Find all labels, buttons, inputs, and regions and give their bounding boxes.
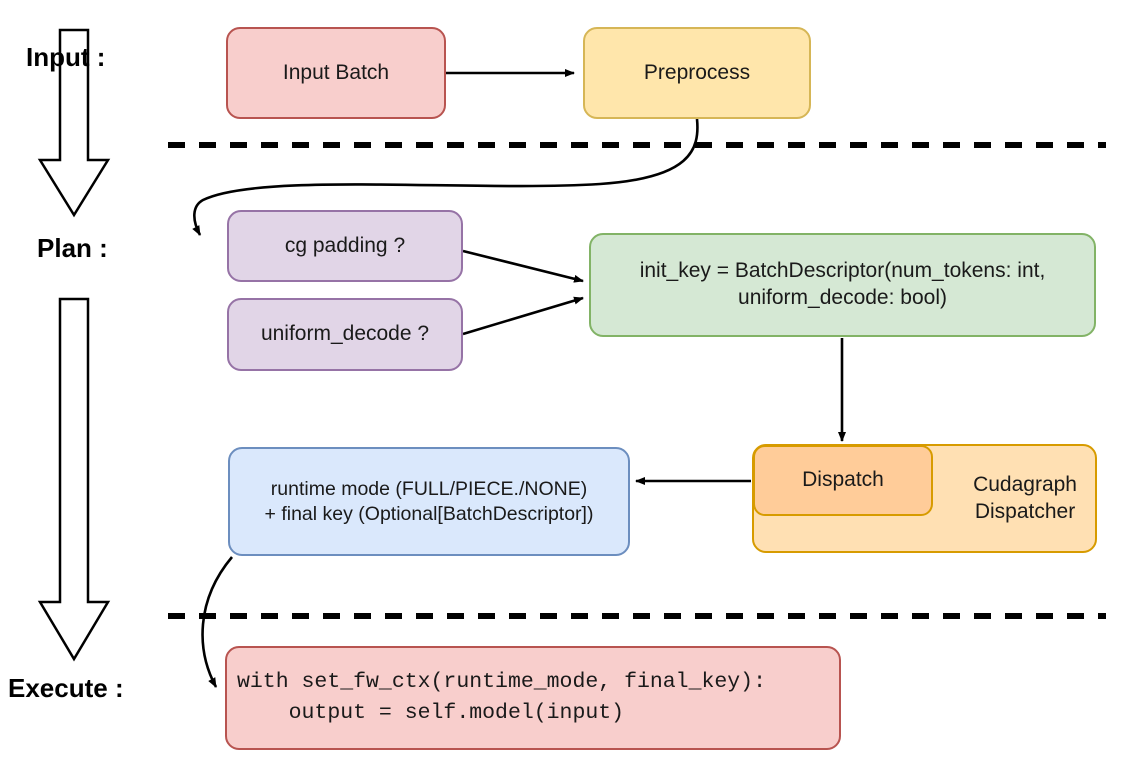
node-cudagraph-dispatcher-label: Cudagraph Dispatcher [973,472,1077,523]
node-uniform-decode[interactable]: uniform_decode ? [227,298,463,371]
node-preprocess-label: Preprocess [643,60,751,84]
node-init-key-line1: init_key = BatchDescriptor(num_tokens: i… [639,259,1046,283]
edge-runtime-mode-to-exec-code [201,556,233,688]
node-init-key[interactable]: init_key = BatchDescriptor(num_tokens: i… [589,233,1096,337]
node-execute-code[interactable]: with set_fw_ctx(runtime_mode, final_key)… [225,646,841,750]
node-dispatch-label: Dispatch [802,468,884,492]
node-runtime-mode-line1: runtime mode (FULL/PIECE./NONE) [270,477,588,500]
node-input-batch[interactable]: Input Batch [226,27,446,119]
node-preprocess[interactable]: Preprocess [583,27,811,119]
node-cg-padding[interactable]: cg padding ? [227,210,463,282]
plan-to-execute-arrow [37,297,111,662]
node-execute-code-line2: output = self.model(input) [237,701,625,725]
edge-cg-padding-to-init-key [462,249,584,283]
node-execute-code-line1: with set_fw_ctx(runtime_mode, final_key)… [237,669,766,694]
node-init-key-line2: uniform_decode: bool) [738,286,947,309]
node-input-batch-label: Input Batch [282,60,390,84]
node-runtime-mode[interactable]: runtime mode (FULL/PIECE./NONE) + final … [228,447,630,556]
stage-label-plan: Plan : [37,233,108,263]
input-to-plan-arrow [37,28,111,218]
stage-label-execute: Execute : [8,673,124,703]
node-cg-padding-label: cg padding ? [284,233,406,257]
node-uniform-decode-label: uniform_decode ? [260,322,430,346]
node-runtime-mode-line2: + final key (Optional[BatchDescriptor]) [264,502,594,525]
edge-uniform-decode-to-init-key [462,296,584,336]
edge-preprocess-to-cg-padding [192,118,699,236]
stage-label-input: Input : [26,42,106,72]
node-dispatch[interactable]: Dispatch [753,445,933,516]
